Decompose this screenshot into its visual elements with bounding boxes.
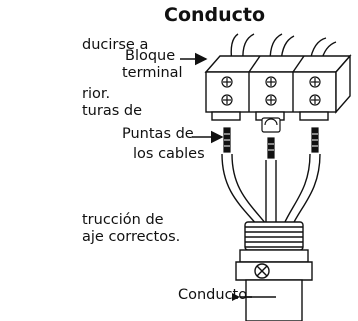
terminal-block-label-line-2: terminal [122, 65, 183, 81]
conduit-arrowhead [232, 293, 240, 301]
body-text-line-5: aje correctos. [82, 229, 181, 245]
terminal-block-label-line-1: Bloque [125, 48, 176, 64]
terminal-screws [221, 76, 321, 133]
terminal-block [204, 54, 352, 121]
power-cord-wires [221, 153, 321, 227]
body-text-line-1: ducirse a [82, 37, 149, 53]
body-text-line-4: trucción de [82, 212, 164, 228]
wire-ends-label-line-1: Puntas de [122, 126, 194, 142]
body-text-line-3: turas de [82, 103, 143, 119]
body-text-line-2: rior. [82, 86, 111, 102]
wire-ends-label-line-2: los cables [133, 146, 205, 162]
conduit-label: Conducto [178, 287, 248, 303]
diagram-title: Conducto [164, 4, 266, 26]
conduit-fitting [235, 221, 313, 321]
